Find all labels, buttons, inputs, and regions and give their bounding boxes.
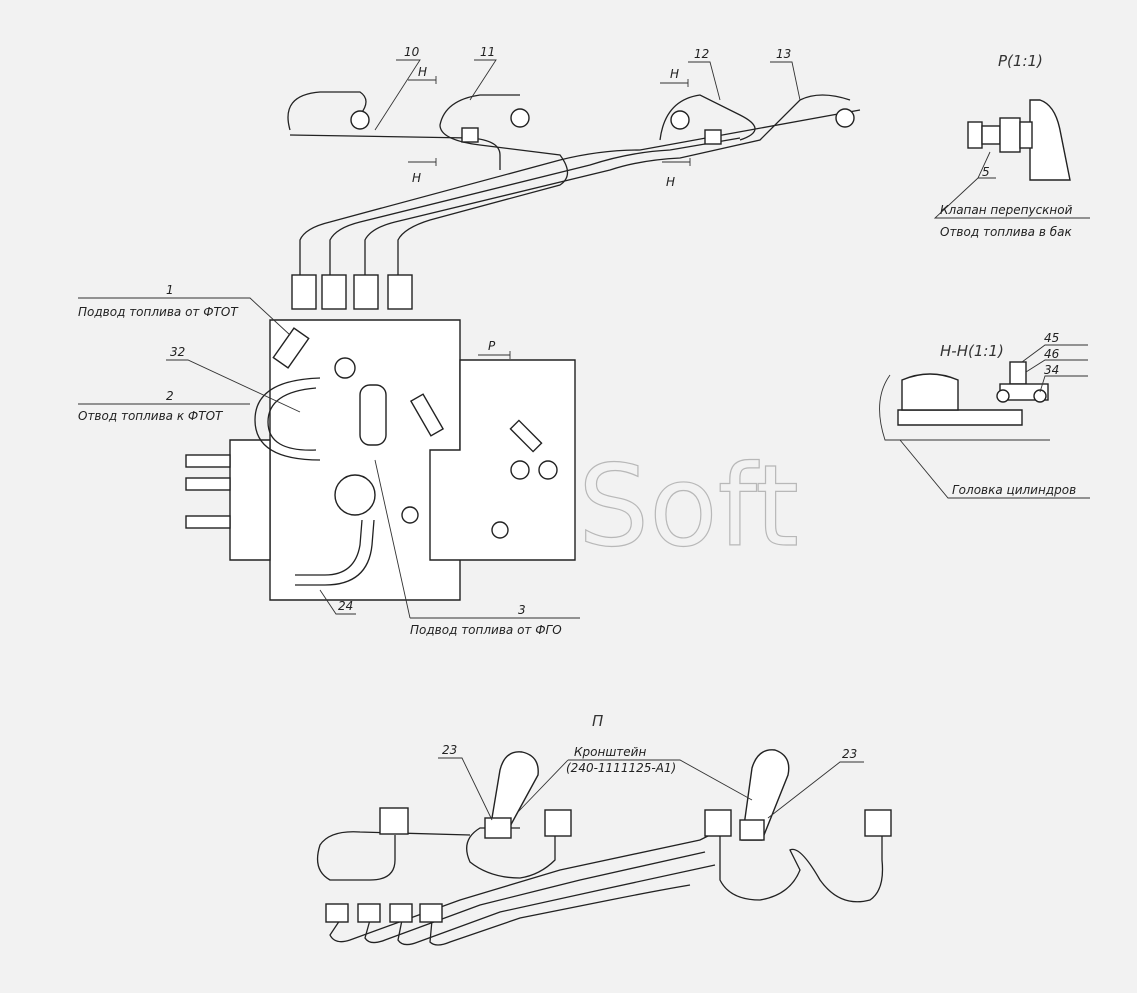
callout-2: 2 <box>166 389 174 403</box>
callout-23-right: 23 <box>842 747 857 761</box>
view-p-title: Р(1:1) <box>998 52 1043 70</box>
label-supply-ftot: Подвод топлива от ФТОТ <box>78 305 239 319</box>
callout-5: 5 <box>982 165 990 179</box>
callout-13: 13 <box>776 47 791 61</box>
callout-34: 34 <box>1044 363 1059 377</box>
label-cylinder-head: Головка цилиндров <box>952 483 1076 497</box>
section-marks-h: Н Н Н Н <box>408 65 691 189</box>
top-callouts: 10 11 12 13 <box>374 45 801 131</box>
callout-1: 1 <box>166 283 174 297</box>
callout-45: 45 <box>1044 331 1059 345</box>
callout-24: 24 <box>338 599 353 613</box>
section-h-detail: Н-Н(1:1) 45 46 34 Головка цилиндров <box>879 331 1090 499</box>
injection-pipes-top <box>287 91 861 275</box>
pipe-nut-group <box>350 108 855 145</box>
fuel-pump-body <box>185 274 576 601</box>
label-supply-fgo: Подвод топлива от ФГО <box>410 623 562 637</box>
view-pi-detail: П 23 23 Кронштейн (240-1111125-А1) <box>316 712 892 946</box>
callout-46: 46 <box>1044 347 1060 361</box>
pump-callouts: 1 Подвод топлива от ФТОТ 32 2 Отвод топл… <box>78 283 580 637</box>
section-p-mark: Р <box>488 339 496 353</box>
section-h-mark-1: Н <box>418 65 427 79</box>
callout-32: 32 <box>170 345 185 359</box>
label-tank-return: Отвод топлива в бак <box>940 225 1072 239</box>
section-h-title: Н-Н(1:1) <box>940 342 1004 360</box>
callout-10: 10 <box>404 45 420 59</box>
section-h-mark-2: Н <box>412 171 421 185</box>
section-mark-p: Р <box>478 339 511 359</box>
view-p-detail: Р(1:1) 5 Клапан перепускной Отвод топлив… <box>933 52 1090 239</box>
label-bypass-valve: Клапан перепускной <box>940 203 1073 217</box>
label-bracket-part: (240-1111125-А1) <box>566 761 676 775</box>
callout-11: 11 <box>480 45 495 59</box>
view-pi-title: П <box>592 712 603 730</box>
section-h-mark-4: Н <box>666 175 675 189</box>
callout-23-left: 23 <box>442 743 457 757</box>
callout-12: 12 <box>694 47 709 61</box>
callout-3: 3 <box>518 603 526 617</box>
section-h-mark-3: Н <box>670 67 679 81</box>
label-return-ftot: Отвод топлива к ФТОТ <box>78 409 224 423</box>
label-bracket: Кронштейн <box>574 745 646 759</box>
